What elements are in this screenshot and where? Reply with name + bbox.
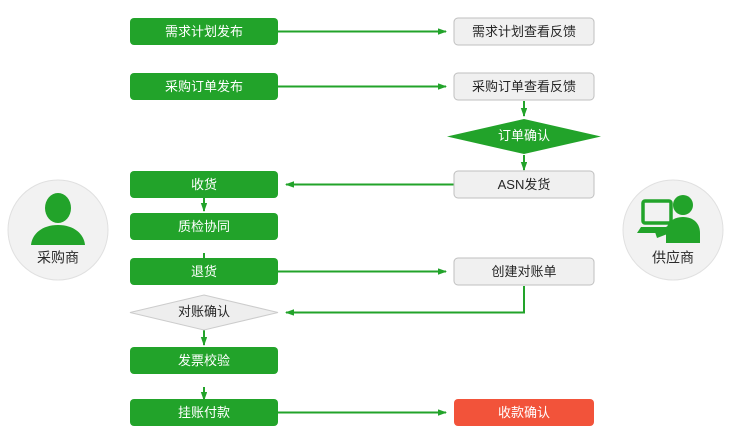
node-label: 需求计划发布: [165, 24, 243, 39]
node-demand-plan-feedback[interactable]: 需求计划查看反馈: [453, 17, 595, 46]
node-statement-confirm[interactable]: 对账确认: [129, 294, 279, 331]
person-at-computer-icon: [637, 195, 700, 243]
node-payable-payment[interactable]: 挂账付款: [130, 399, 278, 426]
node-po-feedback[interactable]: 采购订单查看反馈: [453, 72, 595, 101]
edge-create-statement-to-statement-confirm: [285, 286, 525, 316]
node-return-goods[interactable]: 退货: [130, 258, 278, 285]
node-label: 挂账付款: [178, 405, 230, 420]
node-label: 采购订单查看反馈: [472, 79, 576, 94]
node-label: 收货: [191, 177, 217, 192]
node-shape: [130, 399, 278, 426]
node-asn-shipment[interactable]: ASN发货: [453, 170, 595, 199]
node-shape: [453, 17, 595, 46]
node-po-publish[interactable]: 采购订单发布: [130, 73, 278, 100]
node-order-confirm[interactable]: 订单确认: [447, 119, 601, 154]
node-quality-collab[interactable]: 质检协同: [130, 213, 278, 240]
node-shape: [130, 18, 278, 45]
actor-buyer[interactable]: 采购商: [7, 179, 109, 281]
edges-layer: [200, 28, 528, 416]
node-shape: [130, 258, 278, 285]
node-label: 需求计划查看反馈: [472, 24, 576, 39]
node-shape: [453, 257, 595, 286]
node-label: 退货: [191, 264, 217, 279]
node-label: 对账确认: [178, 304, 230, 319]
node-label: ASN发货: [498, 177, 551, 192]
node-shape: [130, 171, 278, 198]
node-shape: [447, 119, 601, 154]
node-demand-plan-publish[interactable]: 需求计划发布: [130, 18, 278, 45]
node-shape: [454, 399, 594, 426]
node-shape: [130, 347, 278, 374]
node-shape: [130, 213, 278, 240]
actor-label: 供应商: [652, 250, 694, 266]
node-invoice-check[interactable]: 发票校验: [130, 347, 278, 374]
node-receive-goods[interactable]: 收货: [130, 171, 278, 198]
node-create-statement[interactable]: 创建对账单: [453, 257, 595, 286]
node-shape: [129, 294, 279, 331]
node-shape: [130, 73, 278, 100]
node-shape: [453, 72, 595, 101]
node-label: 收款确认: [498, 405, 550, 420]
actor-label: 采购商: [37, 250, 79, 266]
actor-supplier[interactable]: 供应商: [622, 179, 724, 281]
node-label: 创建对账单: [491, 264, 556, 279]
node-label: 采购订单发布: [165, 79, 243, 94]
person-icon: [31, 193, 85, 245]
node-label: 质检协同: [178, 219, 230, 234]
node-label: 发票校验: [178, 353, 230, 368]
node-label: 订单确认: [498, 128, 550, 143]
node-receipt-confirm[interactable]: 收款确认: [454, 399, 594, 426]
node-shape: [453, 170, 595, 199]
